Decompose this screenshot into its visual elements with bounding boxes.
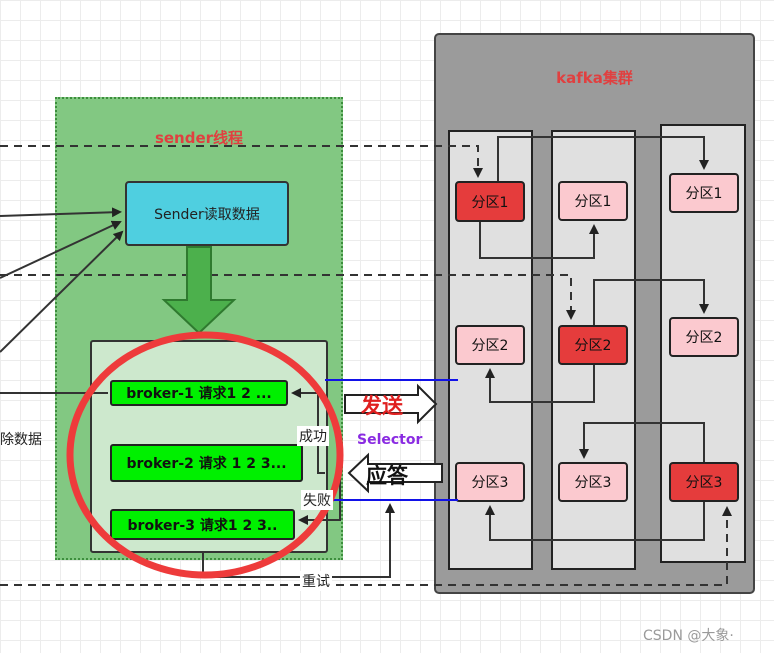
partition-2-follower: 分区2	[669, 317, 739, 357]
partition-1-follower: 分区1	[558, 181, 628, 221]
truncated-delete-data-label: 除数据	[0, 432, 42, 448]
retry-label: 重试	[300, 571, 332, 591]
partition-2-leader: 分区2	[558, 325, 628, 365]
partition-3-follower: 分区3	[455, 462, 525, 502]
fail-label: 失败	[301, 490, 333, 510]
sender-read-data-box: Sender读取数据	[125, 181, 289, 246]
partition-1-leader: 分区1	[455, 181, 525, 222]
broker-2-request: broker-2 请求 1 2 3...	[110, 444, 303, 482]
send-label: 发送	[361, 394, 403, 418]
watermark: CSDN @大象·	[643, 628, 734, 644]
partition-1-follower: 分区1	[669, 173, 739, 213]
partition-3-follower: 分区3	[558, 462, 628, 502]
selector-label: Selector	[357, 432, 423, 448]
broker-3-request: broker-3 请求1 2 3..	[110, 509, 295, 540]
kafka-cluster-title: kafka集群	[556, 69, 633, 87]
success-label: 成功	[297, 426, 329, 446]
sender-thread-title: sender线程	[154, 129, 244, 147]
reply-label: 应答	[366, 464, 408, 488]
broker-1-request: broker-1 请求1 2 ...	[110, 380, 288, 406]
partition-3-leader: 分区3	[669, 462, 739, 502]
partition-2-follower: 分区2	[455, 325, 525, 365]
